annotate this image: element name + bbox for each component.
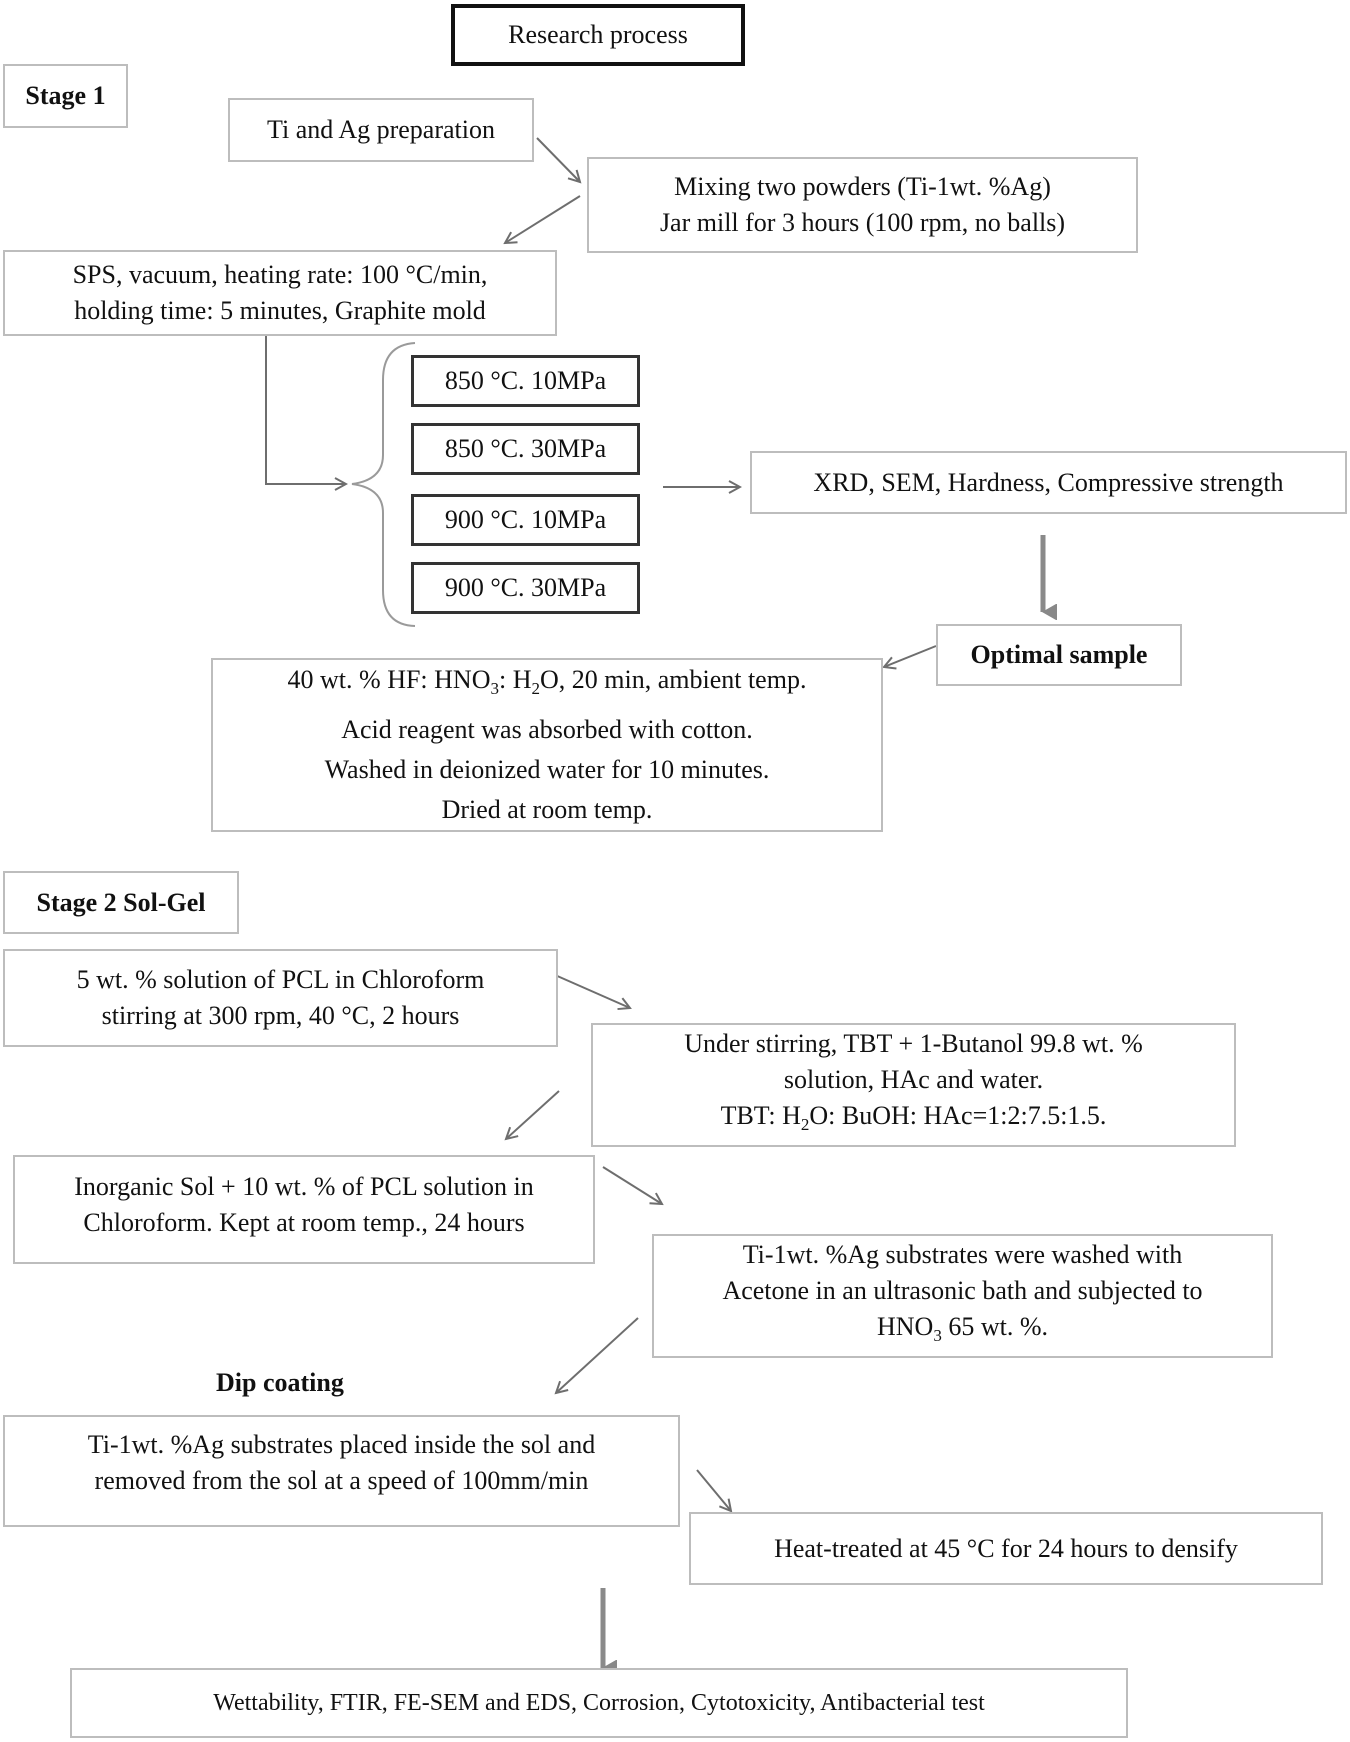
tests-box: XRD, SEM, Hardness, Compressive strength <box>750 451 1347 514</box>
substrate-wash-box: Ti-1wt. %Ag substrates were washed with … <box>652 1234 1273 1358</box>
tbt-line-3: TBT: H2O: BuOH: HAc=1:2:7.5:1.5. <box>720 1101 1107 1135</box>
inorganic-line-2: Chloroform. Kept at room temp., 24 hours <box>83 1208 525 1237</box>
condition-box-2: 850 °C. 30MPa <box>411 423 640 475</box>
tbt-line-2: solution, HAc and water. <box>783 1065 1044 1095</box>
condition-text-1: 850 °C. 10MPa <box>444 366 607 395</box>
arrow-tbt-to-inorganic <box>506 1090 560 1139</box>
stage1-label-box: Stage 1 <box>3 64 128 128</box>
condition-box-4: 900 °C. 30MPa <box>411 562 640 614</box>
inorganic-line-1: Inorganic Sol + 10 wt. % of PCL solution… <box>74 1172 534 1201</box>
arrow-pcl-to-tbt <box>554 974 630 1008</box>
arrow-substrate-to-dip <box>556 1317 639 1393</box>
dip-coating-label: Dip coating <box>216 1368 344 1397</box>
dip-line-2: removed from the sol at a speed of 100mm… <box>94 1466 589 1495</box>
stage2-label: Stage 2 Sol-Gel <box>36 887 206 917</box>
tbt-box: Under stirring, TBT + 1-Butanol 99.8 wt.… <box>591 1023 1236 1147</box>
condition-text-3: 900 °C. 10MPa <box>444 505 607 534</box>
dip-coating-box: Ti-1wt. %Ag substrates placed inside the… <box>3 1415 680 1527</box>
title-text: Research process <box>508 20 688 49</box>
stage1-label: Stage 1 <box>25 81 106 110</box>
sps-box: SPS, vacuum, heating rate: 100 °C/min, h… <box>3 250 557 336</box>
arrow-prep-to-mixing <box>536 137 580 182</box>
final-tests-box: Wettability, FTIR, FE-SEM and EDS, Corro… <box>70 1668 1128 1738</box>
optimal-sample-text: Optimal sample <box>970 640 1148 669</box>
etching-line-3: Washed in deionized water for 10 minutes… <box>324 754 770 784</box>
arrow-dip-to-heat <box>696 1469 731 1511</box>
heat-treat-box: Heat-treated at 45 °C for 24 hours to de… <box>689 1512 1323 1585</box>
mixing-line-2: Jar mill for 3 hours (100 rpm, no balls) <box>659 208 1066 237</box>
prep-text: Ti and Ag preparation <box>267 115 495 144</box>
etching-line-1: 40 wt. % HF: HNO3: H2O, 20 min, ambient … <box>287 665 807 699</box>
etching-line-2: Acid reagent was absorbed with cotton. <box>341 714 753 744</box>
etching-line-4: Dried at room temp. <box>441 794 653 824</box>
tbt-line-1: Under stirring, TBT + 1-Butanol 99.8 wt.… <box>684 1029 1143 1059</box>
pcl-line-2: stirring at 300 rpm, 40 °C, 2 hours <box>101 1001 460 1030</box>
condition-box-1: 850 °C. 10MPa <box>411 355 640 407</box>
final-tests-text: Wettability, FTIR, FE-SEM and EDS, Corro… <box>213 1690 985 1716</box>
condition-box-3: 900 °C. 10MPa <box>411 494 640 546</box>
tests-text: XRD, SEM, Hardness, Compressive strength <box>813 467 1284 497</box>
substrate-line-1: Ti-1wt. %Ag substrates were washed with <box>742 1240 1183 1270</box>
pcl-box: 5 wt. % solution of PCL in Chloroform st… <box>3 949 558 1047</box>
sps-line-2: holding time: 5 minutes, Graphite mold <box>74 296 486 325</box>
etching-box: 40 wt. % HF: HNO3: H2O, 20 min, ambient … <box>211 658 883 832</box>
stage2-label-box: Stage 2 Sol-Gel <box>3 871 239 934</box>
substrate-line-3: HNO3 65 wt. %. <box>876 1312 1048 1346</box>
pcl-line-1: 5 wt. % solution of PCL in Chloroform <box>76 965 485 994</box>
dip-line-1: Ti-1wt. %Ag substrates placed inside the… <box>87 1430 596 1459</box>
brace <box>351 342 416 627</box>
sps-line-1: SPS, vacuum, heating rate: 100 °C/min, <box>72 260 488 289</box>
arrow-inorganic-to-substrate <box>602 1166 662 1204</box>
condition-text-4: 900 °C. 30MPa <box>444 573 607 602</box>
mixing-box: Mixing two powders (Ti-1wt. %Ag) Jar mil… <box>587 157 1138 253</box>
substrate-line-2: Acetone in an ultrasonic bath and subjec… <box>722 1276 1203 1306</box>
mixing-line-1: Mixing two powders (Ti-1wt. %Ag) <box>674 172 1051 201</box>
arrow-optimal-to-etching <box>884 645 937 667</box>
title-box: Research process <box>451 4 745 66</box>
optimal-sample-box: Optimal sample <box>936 624 1182 686</box>
prep-box: Ti and Ag preparation <box>228 98 534 162</box>
condition-text-2: 850 °C. 30MPa <box>444 434 607 463</box>
arrow-mixing-to-sps <box>505 195 581 243</box>
heat-treat-text: Heat-treated at 45 °C for 24 hours to de… <box>774 1533 1238 1563</box>
arrow-sps-to-conditions <box>265 333 346 484</box>
inorganic-sol-box: Inorganic Sol + 10 wt. % of PCL solution… <box>13 1155 595 1264</box>
